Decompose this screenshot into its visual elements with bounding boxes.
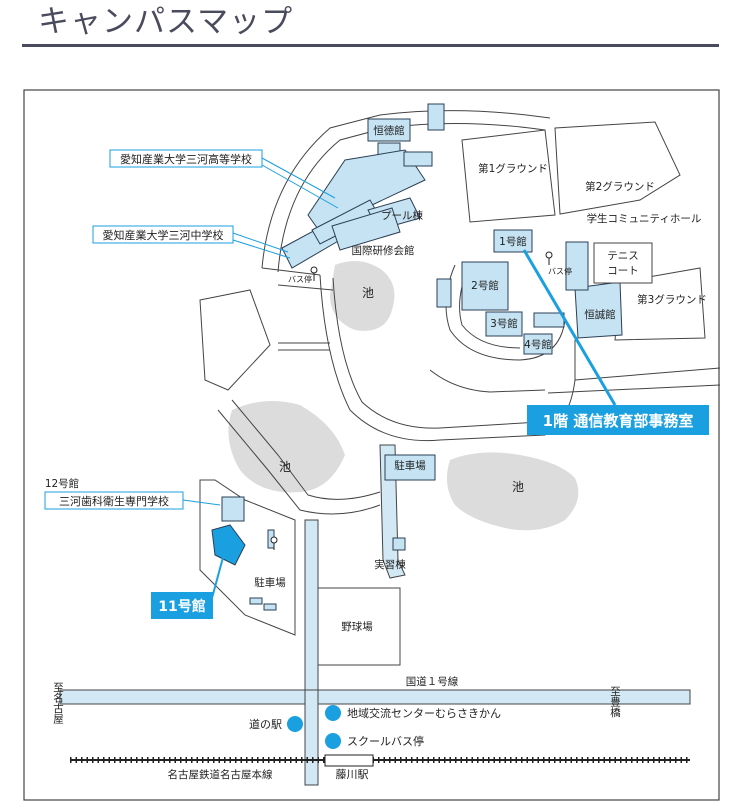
- sw-road-outer: [217, 409, 381, 515]
- building-4-label: 4号館: [524, 338, 552, 351]
- junior-high-callout: 愛知産業大学三河中学校: [103, 228, 224, 242]
- pond-east-label: 池: [512, 480, 524, 494]
- area-labels: 第1グラウンド 第2グラウンド 第3グラウンド 学生コミュニティホール 池 池 …: [45, 162, 707, 781]
- small-building-n: [427, 103, 445, 131]
- bridge: [278, 342, 330, 351]
- building-2-label: 2号館: [471, 279, 499, 292]
- station-label: 藤川駅: [336, 768, 369, 781]
- pond-north-label: 池: [362, 286, 374, 300]
- high-school-callout-box: [109, 149, 263, 168]
- pond-east: [446, 452, 579, 531]
- lot-outline: [199, 479, 296, 636]
- bus-stop-markers: [270, 251, 553, 550]
- building-2: [461, 261, 509, 311]
- baseball-label: 野球場: [341, 620, 373, 633]
- bus-stop-label-1: バス停: [288, 274, 312, 284]
- pond-west-label: 池: [279, 460, 291, 474]
- parking-top-building: [384, 454, 436, 481]
- bus-stop-label-2: バス停: [548, 266, 572, 276]
- kokusai-label: 国際研修会館: [352, 244, 415, 257]
- tennis-court: [593, 242, 653, 284]
- north-south-road: [304, 689, 319, 786]
- south-access-road: [304, 519, 319, 691]
- building-3: [485, 311, 523, 337]
- building-2-annex: [436, 278, 452, 308]
- ground1-label: 第1グラウンド: [478, 162, 548, 175]
- jisshu-label: 実習棟: [374, 558, 406, 571]
- fujikawa-station-box: [324, 754, 374, 767]
- community-label: 学生コミュニティホール: [587, 212, 702, 225]
- building-1-label: 1号館: [499, 235, 527, 248]
- north-road-inner: [277, 122, 546, 273]
- parking-top-label: 駐車場: [394, 459, 426, 472]
- railway-label: 名古屋鉄道名古屋本線: [168, 768, 273, 781]
- junior-high-callout-box: [92, 225, 234, 244]
- tennis-label-2: コート: [607, 265, 639, 277]
- dental-school-callout: 三河歯科衛生専門学校: [59, 494, 169, 508]
- title-rule: [22, 44, 719, 47]
- north-road-outer: [261, 110, 551, 269]
- building-4: [523, 333, 553, 355]
- koshinkan-label: 恒誠館: [584, 308, 616, 321]
- ground3-label: 第3グラウンド: [637, 293, 707, 306]
- pond-west: [228, 401, 345, 493]
- ground1-outline: [461, 129, 556, 223]
- sw-road-inner: [231, 399, 381, 500]
- b12-label: 12号館: [45, 477, 79, 490]
- link-road-2: [277, 284, 334, 291]
- campus-east-edge-2: [547, 384, 721, 394]
- main-loop-inner: [332, 277, 541, 429]
- callout-leaders: [182, 157, 339, 506]
- building-labels: 恒徳館 プール棟 国際研修会館 1号館 2号館 3号館 4号館 恒誠館 テニス …: [254, 124, 639, 633]
- small-lot-1: [249, 597, 263, 605]
- building-1: [493, 229, 533, 253]
- link-road-1: [261, 267, 321, 276]
- b11-leader: [211, 549, 226, 599]
- office-callout-box: [527, 405, 709, 435]
- b12-building: [221, 496, 245, 522]
- route1-road: [59, 689, 691, 705]
- small-lot-2: [263, 603, 277, 611]
- pond-areas: [228, 261, 579, 531]
- route1-label: 国道１号線: [406, 675, 459, 688]
- michinoeki-label: 道の駅: [249, 717, 282, 731]
- buildings: [221, 103, 623, 611]
- office-callout: 1階 通信教育部事務室: [543, 412, 694, 430]
- ground2-label: 第2グラウンド: [585, 180, 655, 193]
- high-school-callout: 愛知産業大学三河高等学校: [120, 152, 252, 166]
- ground2-outline: [554, 121, 681, 215]
- murasakikan-label: 地域交流センターむらさきかん: [347, 706, 501, 720]
- kotokukan-label: 恒徳館: [373, 124, 405, 137]
- pool-label: プール棟: [381, 209, 423, 222]
- murasakikan-marker: [325, 705, 341, 721]
- west-lot: [199, 289, 271, 391]
- parking-bottom-label: 駐車場: [254, 576, 286, 589]
- b11-callout: 11号館: [158, 598, 205, 615]
- community-hall: [565, 241, 589, 291]
- b11-callout-box: [151, 592, 213, 619]
- school-bus-label: スクールバス停: [347, 734, 424, 748]
- to-nagoya-label: 至名古屋: [52, 682, 64, 725]
- michinoeki-marker: [287, 716, 303, 732]
- kotokukan-building: [367, 118, 411, 142]
- small-building-ne: [403, 151, 433, 167]
- small-building-c: [533, 312, 565, 328]
- school-bus-marker: [325, 733, 341, 749]
- page-title: キャンパスマップ: [38, 4, 294, 40]
- dental-school-callout-box: [44, 491, 184, 510]
- b11-building: [211, 524, 246, 566]
- to-toyohashi-label: 至豊橋: [609, 686, 621, 718]
- jisshu-building: [392, 537, 406, 551]
- tennis-label-1: テニス: [607, 250, 639, 262]
- spoke-road: [429, 369, 546, 393]
- koshinkan-building: [574, 281, 623, 339]
- office-leader: [522, 249, 617, 406]
- building-3-label: 3号館: [490, 317, 518, 330]
- pond-north: [330, 261, 395, 331]
- legend: 道の駅 地域交流センターむらさきかん スクールバス停: [249, 705, 501, 749]
- kokusai-building: [331, 207, 401, 251]
